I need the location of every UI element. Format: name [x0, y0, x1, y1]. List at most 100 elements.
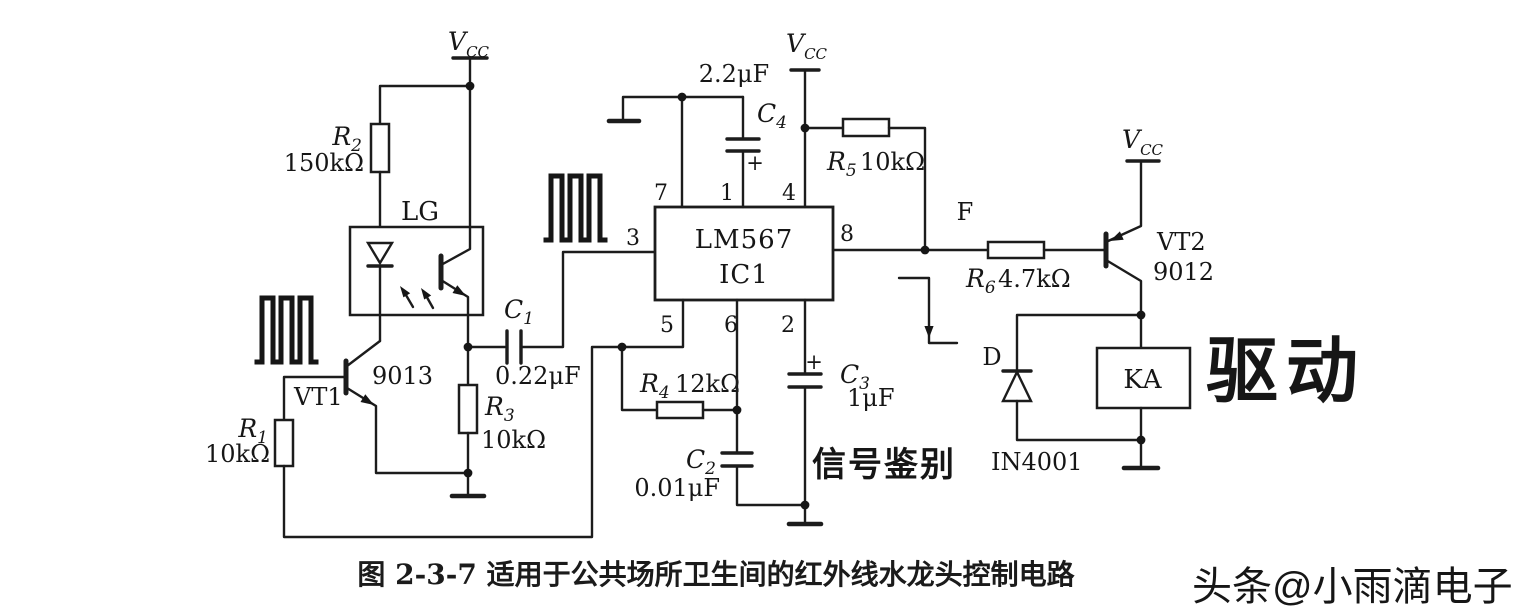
wire: [621, 95, 745, 121]
diode-type: IN4001: [991, 448, 1083, 476]
junction-dot: [1136, 310, 1146, 320]
ic-pin4-label: 4: [782, 181, 796, 206]
c4-subscript: 4: [775, 113, 787, 133]
wire: [1015, 313, 1143, 372]
r2-label: R2: [331, 122, 362, 156]
wire: [378, 84, 472, 126]
junction-dot: [463, 342, 473, 352]
ic-pin6-label: 6: [724, 313, 738, 338]
r1-subscript: 1: [257, 428, 268, 448]
resistor-body: [457, 383, 479, 435]
emitter-arrow-icon: [452, 285, 466, 296]
r5-value: 10kΩ: [860, 148, 925, 176]
resistor-body: [369, 122, 391, 174]
power-rail-vcc-middle: VCC: [786, 29, 828, 209]
vt1-emitter: [345, 386, 469, 475]
annotation-drive: 驱动: [1206, 332, 1366, 412]
c3-value: 1μF: [847, 384, 895, 412]
resistor-r5: R5 10kΩ: [803, 117, 927, 252]
capacitor-c1: C1 0.22μF: [466, 250, 657, 390]
vcc-symbol: V: [1122, 125, 1143, 154]
c2-symbol: C: [686, 445, 705, 474]
vcc-label: VCC: [448, 27, 490, 61]
r2-value: 150kΩ: [284, 149, 364, 177]
vcc-subscript: CC: [804, 45, 827, 63]
junction-dot: [800, 123, 810, 133]
falling-edge-waveform: [897, 276, 959, 345]
junction-dot: [677, 92, 687, 102]
resistor-r2: R2 150kΩ: [284, 84, 472, 245]
r3-value: 10kΩ: [481, 426, 546, 454]
junction-dot: [800, 500, 810, 510]
vcc-label: VCC: [786, 29, 828, 63]
capacitor-c2: C2 0.01μF: [634, 298, 807, 507]
optocoupler-label: LG: [401, 197, 439, 227]
wire: [620, 298, 685, 349]
pulse-waveform-left: [254, 295, 319, 365]
relay-label: KA: [1123, 365, 1162, 395]
diode-label: D: [982, 343, 1001, 371]
junction-dot: [732, 405, 742, 415]
vt2-emitter: [1104, 160, 1143, 244]
junction-dot: [920, 245, 930, 255]
phototransistor-collector: [439, 225, 472, 267]
emitter-arrow-icon: [1110, 231, 1124, 241]
capacitor-c3: + C3 1μF: [786, 298, 895, 527]
resistor-r4: R4 12kΩ: [620, 298, 740, 420]
annotation-signal-discrimination: 信号鉴别: [812, 446, 956, 484]
r4-value: 12kΩ: [675, 370, 740, 398]
pin7-ground-net: [606, 95, 745, 209]
ic-pin8-label: 8: [840, 222, 854, 247]
junction-dot: [465, 81, 475, 91]
vcc-label: VCC: [1122, 125, 1164, 159]
c3-subscript: 3: [859, 374, 870, 394]
net-label-f: F: [957, 198, 974, 226]
c1-subscript: 1: [523, 309, 534, 329]
c1-symbol: C: [504, 295, 523, 324]
junction-dot: [1136, 435, 1146, 445]
ic-pin2-label: 2: [781, 313, 795, 338]
diode-triangle: [1001, 369, 1033, 403]
r2-symbol: R: [331, 122, 351, 151]
resistor-body: [273, 418, 295, 468]
r6-label: R6: [965, 264, 996, 298]
vt2-type: 9012: [1153, 258, 1214, 286]
r1-symbol: R: [237, 414, 257, 443]
vcc-subscript: CC: [466, 43, 489, 61]
falling-edge-arrow-icon: [924, 326, 934, 338]
ic-designator: IC1: [719, 260, 769, 290]
r3-label: R3: [484, 392, 515, 426]
r4-symbol: R: [639, 369, 659, 398]
r1-value: 10kΩ: [205, 440, 270, 468]
r5-symbol: R: [826, 147, 846, 176]
r6-value: 4.7kΩ: [998, 265, 1071, 293]
wire: [282, 345, 624, 539]
resistor-r6: R6 4.7kΩ: [965, 240, 1106, 298]
power-rail-vcc-left: VCC: [448, 27, 490, 229]
r3-symbol: R: [484, 392, 504, 421]
relay-ka: KA: [1095, 313, 1192, 471]
wire: [735, 464, 807, 507]
phototransistor-emitter: [439, 278, 470, 349]
ic-lm567: LM567 IC1 7 1 4 3 8 5 6 2: [626, 181, 854, 338]
vcc-symbol: V: [786, 29, 807, 58]
r6-symbol: R: [965, 264, 985, 293]
c4-value: 2.2μF: [699, 60, 769, 88]
c4-label: C4: [757, 99, 787, 133]
pin8-output-net: F: [831, 198, 990, 345]
figure-caption: 图 2-3-7 适用于公共场所卫生间的红外线水龙头控制电路: [357, 558, 1075, 591]
vcc-subscript: CC: [1140, 141, 1163, 159]
c3-label: C3: [840, 360, 870, 394]
optocoupler-lg: LG: [348, 197, 485, 349]
light-arrow-icon: [421, 288, 432, 300]
c3-symbol: C: [840, 360, 859, 389]
ic-pin3-label: 3: [626, 226, 640, 251]
r1-label: R1: [237, 414, 268, 448]
vt1-type: 9013: [372, 362, 433, 390]
vt2-collector: [1104, 258, 1143, 317]
transistor-vt2: VCC VT2 9012: [1103, 125, 1214, 317]
vt2-label: VT2: [1156, 228, 1206, 256]
ic-pin7-label: 7: [654, 181, 668, 206]
